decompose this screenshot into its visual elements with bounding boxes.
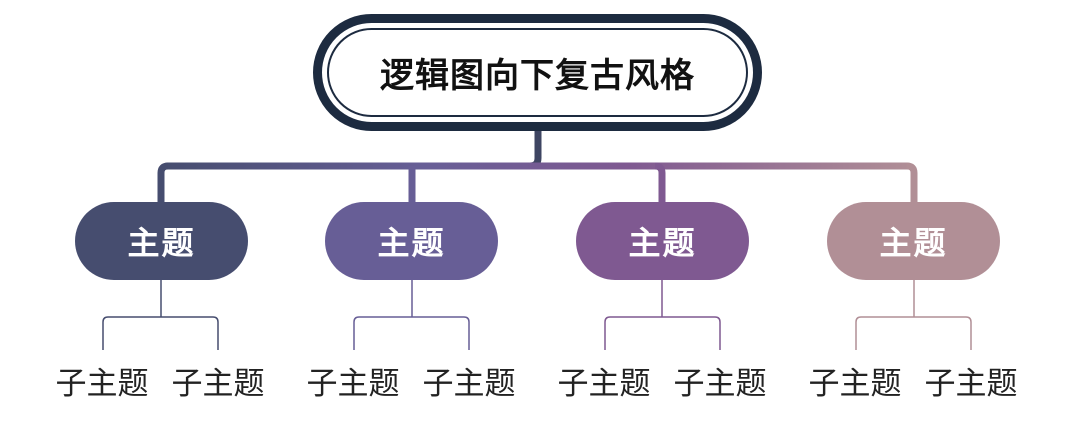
- topic-node-1[interactable]: 主题: [75, 202, 248, 280]
- subtopic-bracket-3: [604, 280, 721, 350]
- subtopic-1-1[interactable]: 子主题: [55, 366, 149, 402]
- subtopic-2-2[interactable]: 子主题: [422, 366, 516, 402]
- central-title-box[interactable]: 逻辑图向下复古风格: [313, 14, 762, 131]
- topic-node-3[interactable]: 主题: [576, 202, 749, 280]
- subtopic-4-2[interactable]: 子主题: [924, 366, 1018, 402]
- subtopic-4-1[interactable]: 子主题: [808, 366, 902, 402]
- subtopic-bracket-4: [855, 280, 972, 350]
- subtopic-1-2[interactable]: 子主题: [171, 366, 265, 402]
- branch-drop-1: [157, 162, 169, 204]
- subtopic-bracket-2: [353, 280, 470, 350]
- central-title-inner: 逻辑图向下复古风格: [327, 28, 748, 117]
- subtopic-3-1[interactable]: 子主题: [557, 366, 651, 402]
- trunk-line: [529, 130, 542, 170]
- central-title: 逻辑图向下复古风格: [380, 56, 695, 96]
- topic-node-4[interactable]: 主题: [827, 202, 1000, 280]
- subtopic-2-1[interactable]: 子主题: [306, 366, 400, 402]
- subtopic-bracket-1: [102, 280, 219, 350]
- topic-node-2[interactable]: 主题: [325, 202, 498, 280]
- subtopic-3-2[interactable]: 子主题: [673, 366, 767, 402]
- branch-drop-3: [654, 162, 666, 204]
- branch-drop-4: [906, 162, 918, 204]
